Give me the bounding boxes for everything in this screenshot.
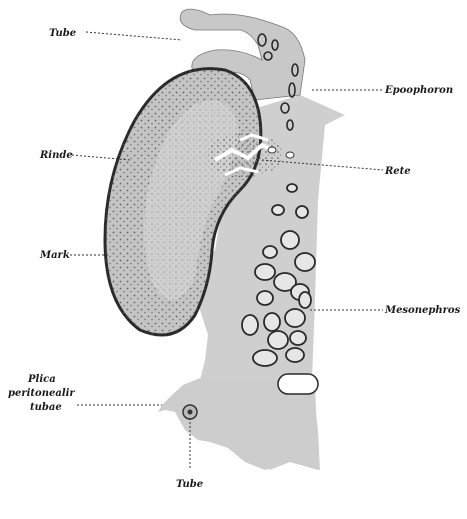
label-rete: Rete [384, 166, 411, 177]
label-plica-line3: tubae [30, 402, 62, 413]
label-tube-top: Tube [49, 28, 76, 39]
blood-vessel [278, 374, 318, 394]
label-mark: Mark [39, 250, 70, 261]
label-epoophoron: Epoophoron [384, 85, 453, 96]
label-plica-line1: Plica [27, 374, 56, 385]
label-tube-bottom: Tube [176, 479, 203, 490]
label-rinde: Rinde [39, 150, 73, 161]
label-mesonephros: Mesonephros [384, 305, 461, 316]
tube-lower-section [183, 405, 197, 419]
label-plica-line2: peritonealir [8, 388, 75, 399]
